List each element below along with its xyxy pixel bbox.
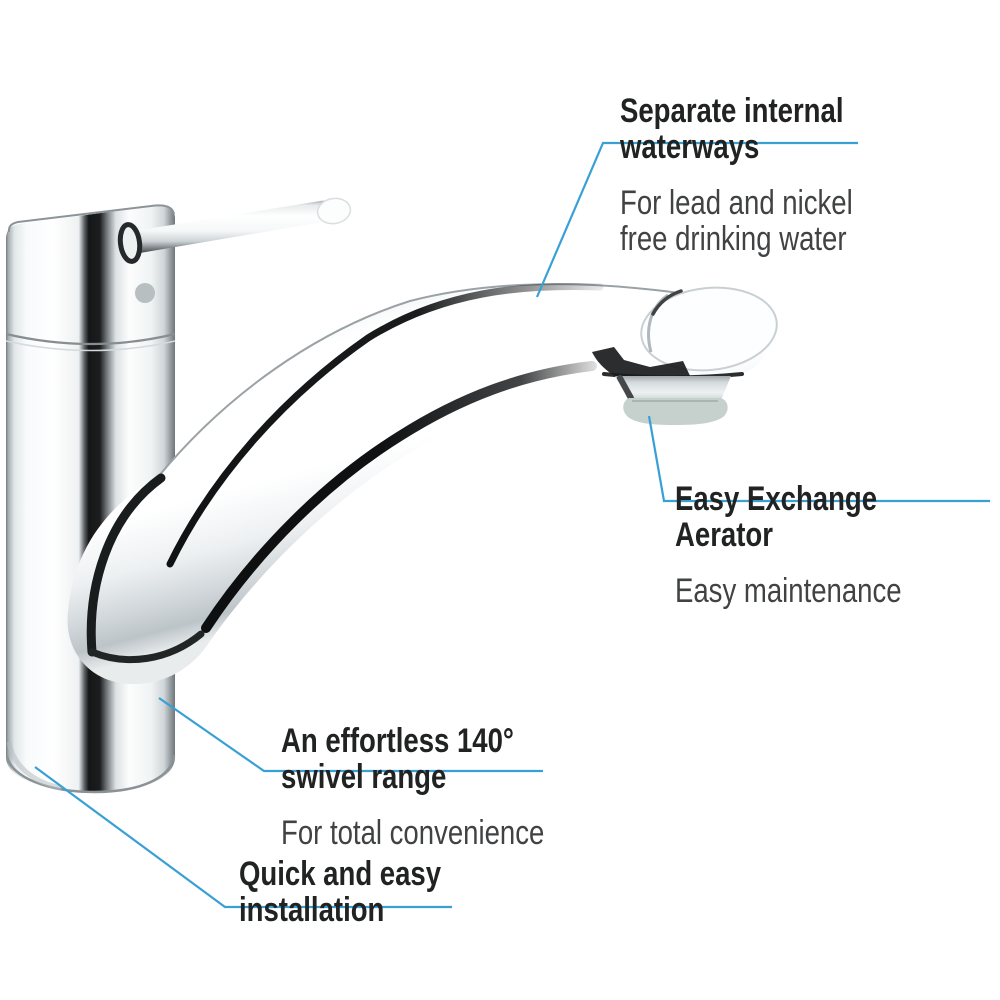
spout-under-reflection [201, 361, 597, 633]
aerator-nub-shadow [617, 375, 634, 401]
callout-title: An effortless 140° swivel range [281, 722, 514, 796]
housing-top-rim [7, 204, 175, 233]
spout-top-reflection [166, 282, 604, 568]
spout-base-crease-bottom [88, 630, 205, 664]
lever-tip-cap [316, 197, 352, 225]
callout-title: Separate internal waterways [620, 92, 844, 166]
callout-description: For lead and nickel free drinking water [620, 184, 853, 258]
end-cap-dark-arc [651, 289, 683, 316]
aerator-nub [615, 376, 731, 400]
callout-quick-easy-installation: Quick and easy installation [239, 838, 441, 966]
leader-line-easy-exchange-aerator [647, 415, 990, 503]
callout-separate-internal-waterways: Separate internal waterways For lead and… [620, 75, 853, 275]
faucet [5, 197, 778, 794]
swivel-joint-seam-highlight [5, 340, 176, 352]
callout-description: For total convenience [281, 814, 545, 852]
callout-lines [34, 141, 990, 909]
lever-handle [125, 200, 338, 255]
callout-effortless-swivel-range: An effortless 140° swivel range For tota… [281, 705, 544, 869]
lever-pivot [117, 222, 143, 264]
callout-description: Easy maintenance [675, 572, 902, 610]
leader-line-effortless-swivel-range [158, 697, 543, 773]
leader-line-quick-easy-installation [34, 766, 452, 909]
aerator-ring [623, 398, 728, 425]
leader-line-separate-internal-waterways [535, 141, 858, 298]
body-bottom-shadow [6, 741, 62, 791]
swivel-joint-seam [5, 332, 176, 346]
spout-base-crease-left [86, 473, 166, 657]
temperature-indicator-dot [135, 283, 155, 303]
callout-title: Quick and easy installation [239, 855, 442, 929]
callout-title: Easy Exchange Aerator [675, 480, 878, 554]
callout-easy-exchange-aerator: Easy Exchange Aerator Easy maintenance [675, 463, 938, 627]
body-bottom-rim [5, 754, 176, 794]
spout-end-cap [640, 286, 778, 372]
